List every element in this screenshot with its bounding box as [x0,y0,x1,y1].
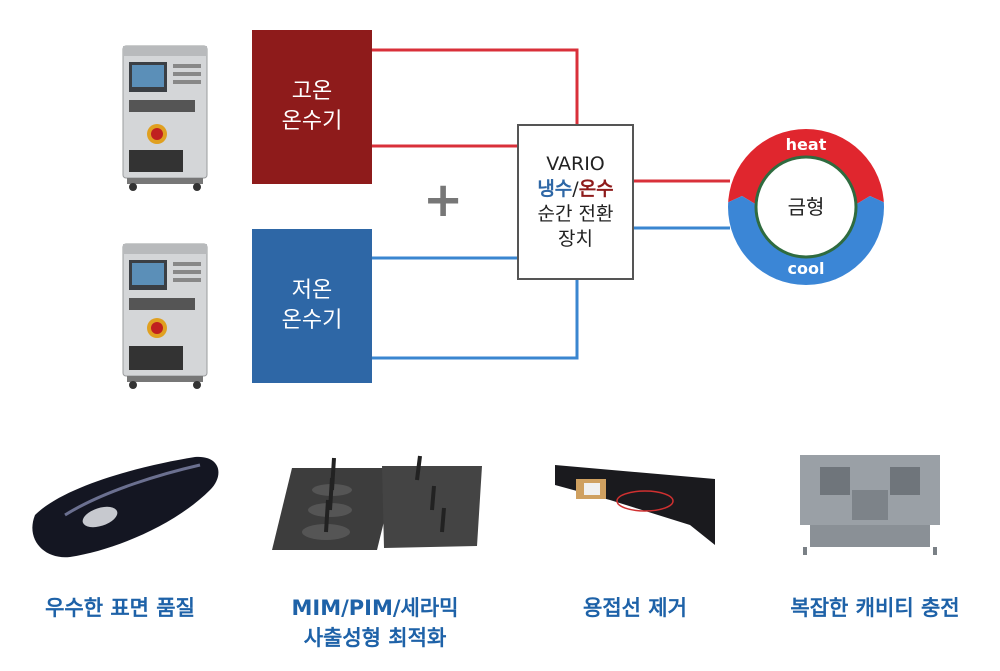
vario-line2: 냉수/온수 [537,177,613,202]
hot-unit-line1: 고온 [291,79,333,104]
mold-heat-label: heat [786,135,827,154]
mim-pim-plates-image [272,455,482,550]
glossy-surface-part-image [32,456,219,558]
cold-water-heater-box: 저온 온수기 [252,229,372,383]
caption-mim-pim: MIM/PIM/세라믹 사출성형 최적화 [255,593,495,653]
hot-unit-line2: 온수기 [281,109,343,134]
caption-weld-line: 용접선 제거 [583,596,687,620]
caption-complex-cavity: 복잡한 캐비티 충전 [790,596,960,620]
mold-label: 금형 [788,195,825,219]
cold-unit-line2: 온수기 [281,308,343,333]
caption-mim-pim-line2: 사출성형 최적화 [303,626,447,650]
caption-surface-quality: 우수한 표면 품질 [45,596,195,620]
vario-switching-unit: VARIO 냉수/온수 순간 전환 장치 [517,124,634,280]
hot-water-heater-box: 고온 온수기 [252,30,372,184]
weld-line-part-image [555,465,715,545]
vario-line4: 장치 [558,228,593,250]
plus-icon: + [423,172,464,228]
hot-supply-line [372,48,579,124]
complex-cavity-part-image [800,455,940,555]
mold-cool-label: cool [788,259,825,278]
vario-line3: 순간 전환 [537,203,614,225]
vario-hot-word: 온수 [578,178,614,200]
temperature-controller-image-top [122,45,208,191]
vario-cold-word: 냉수 [537,178,573,200]
cold-unit-line1: 저온 [291,278,333,303]
vario-line1: VARIO [546,153,605,175]
mold-inner-circle [754,155,858,259]
temperature-controller-image-bottom [122,243,208,389]
cold-return-line [372,280,579,360]
mold-heat-cool-ring: heat cool 금형 [728,129,884,285]
vario-separator: / [572,178,579,200]
caption-mim-pim-line1: MIM/PIM/세라믹 [291,596,459,620]
